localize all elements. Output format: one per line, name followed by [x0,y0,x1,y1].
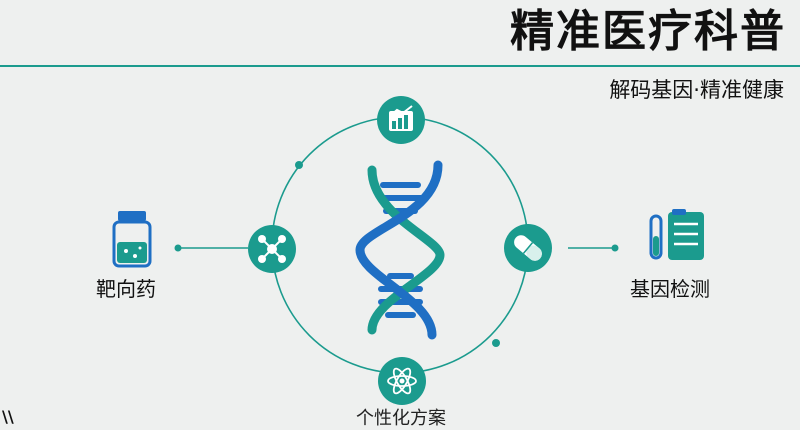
molecule-icon[interactable] [248,225,296,273]
bar-chart-icon[interactable] [377,96,425,144]
node-label-personalized-plan: 个性化方案 [356,408,446,429]
node-label-targeted-drug: 靶向药 [96,277,156,301]
corner-mark: \\ [2,407,14,426]
node-label-gene-test: 基因检测 [630,277,710,301]
pill-capsule-icon[interactable] [504,224,552,272]
ring-dot [295,161,303,169]
ring-dot [492,339,500,347]
connector-dot [611,244,619,252]
title-divider [0,65,800,67]
orbit-ring [271,116,529,374]
connector-dot [174,244,182,252]
medicine-bottle-icon[interactable] [112,211,152,268]
page-title: 精准医疗科普 [510,6,786,57]
dna-helix-icon [355,160,445,340]
test-tube-report-icon[interactable] [649,209,704,260]
page-subtitle: 解码基因·精准健康 [609,78,784,102]
atom-icon[interactable] [378,357,426,405]
